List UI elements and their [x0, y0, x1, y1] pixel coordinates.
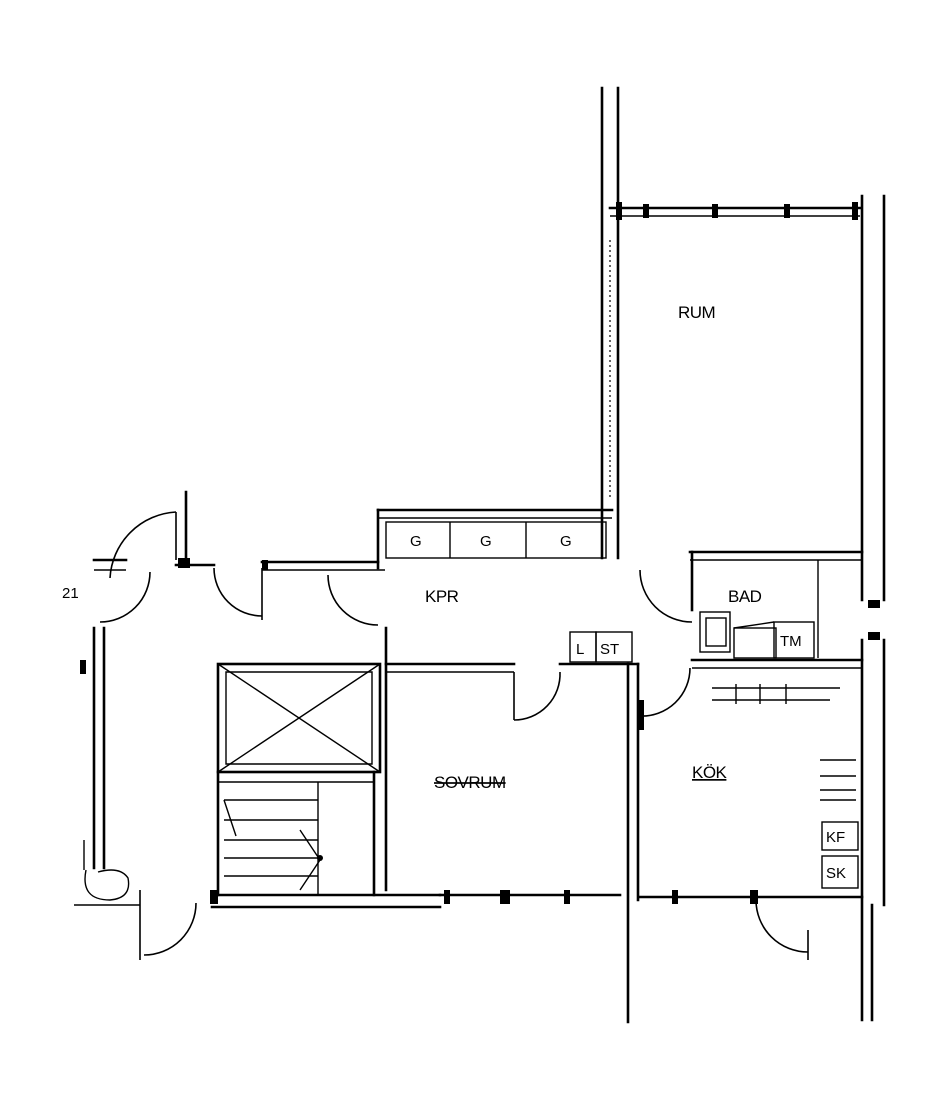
bath-fixtures [699, 611, 815, 659]
wardrobe-label-1: G [410, 533, 422, 550]
window-markers [80, 202, 880, 904]
cabinet-label: SK [826, 865, 846, 882]
fridge-label: KF [826, 829, 845, 846]
kitchen-fixtures [712, 684, 859, 889]
storage-label: ST [600, 641, 619, 658]
washer-label: TM [780, 633, 802, 650]
doors [99, 511, 809, 960]
wardrobe-block [385, 521, 607, 559]
wardrobe-label-2: G [480, 533, 492, 550]
room-label-bath: BAD [728, 587, 762, 606]
entry-vanity [83, 840, 130, 901]
unit-number: 21 [62, 585, 79, 602]
linen-label: L [576, 641, 584, 658]
room-label-bedroom: SOVRUM [434, 773, 506, 792]
room-label-kitchen: KÖK [692, 763, 728, 782]
wardrobe-label-3: G [560, 533, 572, 550]
room-label-hall: KPR [425, 587, 459, 606]
room-labels: RUM KPR BAD SOVRUM KÖK [425, 303, 762, 792]
fixture-labels: G G G L ST TM KF SK 21 [62, 533, 846, 882]
staircase [216, 770, 376, 897]
walls [74, 86, 886, 1024]
elevator-shaft [216, 662, 382, 774]
room-label-living: RUM [678, 303, 715, 322]
